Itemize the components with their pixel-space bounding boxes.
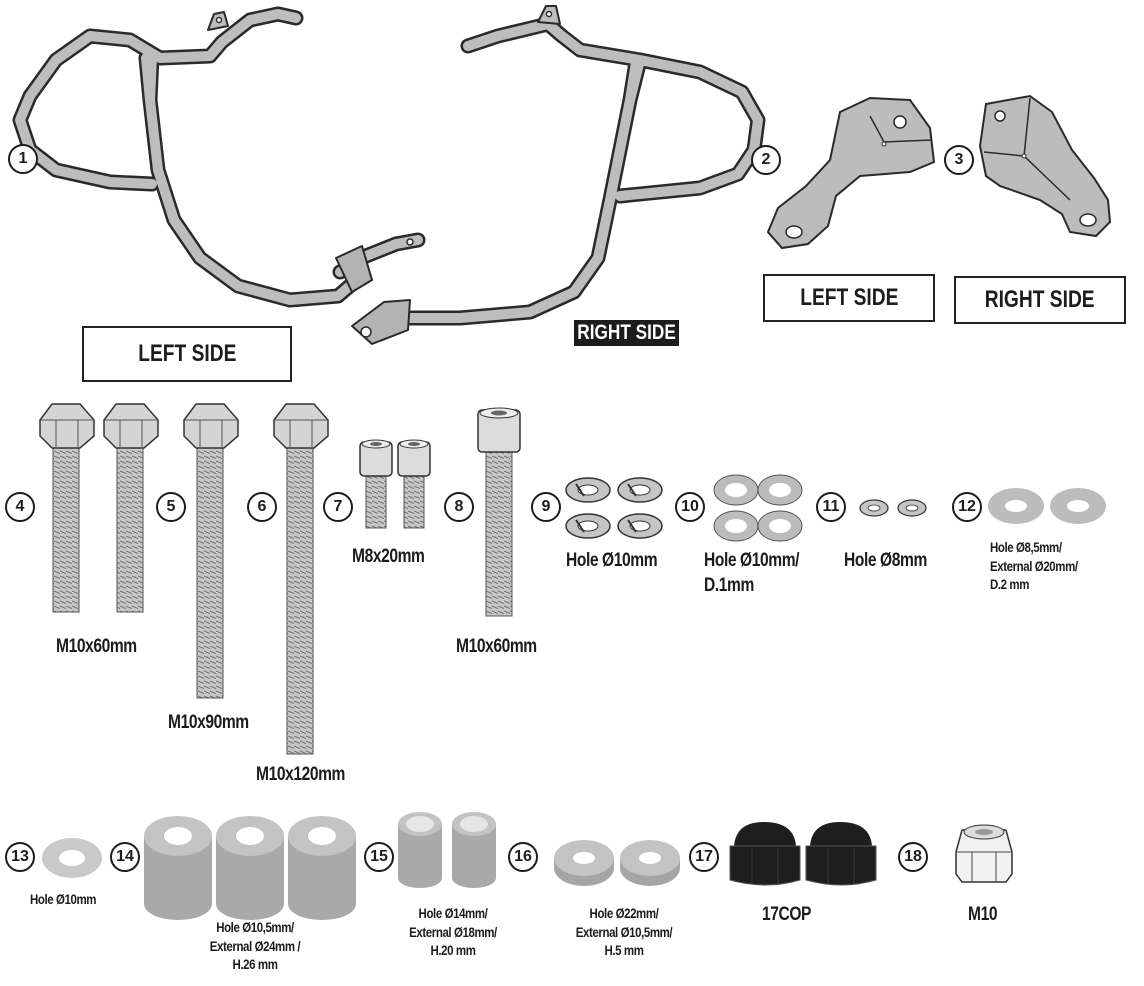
mounting-plate-left-body — [766, 96, 936, 250]
hex-bolt — [273, 403, 329, 755]
label-part-6: M10x120mm — [256, 764, 345, 785]
right-side-plate-label: RIGHT SIDE — [985, 286, 1095, 313]
cap-nuts — [729, 822, 877, 886]
right-side-label-guard: RIGHT SIDE — [574, 320, 680, 346]
socket-bolt — [477, 407, 521, 617]
label-part-16: Hole Ø22mm/ External Ø10,5mm/ H.5 mm — [575, 905, 673, 959]
label-part-10: Hole Ø10mm/ D.1mm — [704, 550, 800, 597]
part-number-6: 6 — [247, 492, 277, 522]
crash-bar-left-end-hole — [406, 238, 414, 246]
label-part-15: Hole Ø14mm/ External Ø18mm/ H.20 mm — [409, 905, 497, 959]
label-part-9: Hole Ø10mm — [566, 550, 658, 571]
right-side-box-plate: RIGHT SIDE — [954, 276, 1126, 324]
thick-washers-16 — [554, 840, 680, 886]
mounting-plate-right-body — [978, 94, 1112, 238]
part-number-2: 2 — [751, 145, 781, 175]
part-number-17: 17 — [689, 842, 719, 872]
left-side-plate-label: LEFT SIDE — [799, 284, 899, 311]
socket-bolt — [359, 439, 393, 529]
part-number-1: 1 — [8, 144, 38, 174]
mounting-plate-right-hole-center — [1021, 153, 1027, 159]
hex-bolt — [183, 403, 239, 699]
left-side-box-guard: LEFT SIDE — [82, 326, 292, 382]
mounting-plate-right-hole-bottom — [1079, 213, 1097, 227]
part-number-11: 11 — [816, 492, 846, 522]
part-number-8: 8 — [444, 492, 474, 522]
crash-bar-right-tab-hole — [545, 10, 553, 18]
label-part-8: M10x60mm — [456, 636, 537, 657]
label-part-7: M8x20mm — [352, 546, 425, 567]
lock-washers — [565, 477, 663, 539]
part-number-12: 12 — [952, 492, 982, 522]
lock-nut — [955, 824, 1013, 883]
mounting-plate-right-hole-top — [994, 110, 1006, 122]
crash-bar-right-bracket — [351, 299, 411, 345]
mounting-plate-right — [978, 94, 1112, 238]
washer-13 — [42, 838, 102, 878]
spacers-15 — [398, 812, 496, 888]
left-side-label: LEFT SIDE — [137, 340, 237, 367]
spacers-14 — [144, 816, 356, 920]
socket-bolt — [397, 439, 431, 529]
part-number-7: 7 — [323, 492, 353, 522]
part-number-10: 10 — [675, 492, 705, 522]
part-number-18: 18 — [898, 842, 928, 872]
label-part-14: Hole Ø10,5mm/ External Ø24mm / H.26 mm — [209, 919, 301, 973]
large-washers — [988, 488, 1106, 524]
crash-bar-left-bracket — [335, 245, 373, 293]
part-number-14: 14 — [110, 842, 140, 872]
mounting-plate-left — [766, 96, 936, 250]
crash-bar-left — [12, 6, 426, 308]
label-part-11: Hole Ø8mm — [844, 550, 927, 571]
small-lock-washers — [859, 499, 927, 517]
left-side-box-plate: LEFT SIDE — [763, 274, 935, 322]
label-part-18: M10 — [968, 904, 998, 925]
part-number-15: 15 — [364, 842, 394, 872]
label-part-17: 17COP — [762, 904, 812, 925]
label-part-12: Hole Ø8,5mm/ External Ø20mm/ D.2 mm — [990, 539, 1078, 593]
label-part-4-5: M10x60mm — [56, 636, 137, 657]
part-number-13: 13 — [5, 842, 35, 872]
crash-bar-left-fill — [15, 9, 423, 305]
crash-bar-right-bracket-hole — [360, 326, 372, 338]
crash-bar-left-tab-hole — [215, 16, 223, 24]
hex-bolt — [103, 403, 159, 613]
label-part-13: Hole Ø10mm — [30, 891, 97, 907]
flat-washers — [713, 474, 803, 542]
crash-bar-right — [351, 5, 766, 345]
part-number-3: 3 — [944, 145, 974, 175]
crash-bar-right-fill — [405, 19, 763, 323]
part-number-9: 9 — [531, 492, 561, 522]
mounting-plate-left-hole-bottom — [785, 225, 803, 239]
part-number-16: 16 — [508, 842, 538, 872]
part-number-4: 4 — [5, 492, 35, 522]
mounting-plate-left-hole-top — [893, 115, 907, 129]
hex-bolt — [39, 403, 95, 613]
part-number-5: 5 — [156, 492, 186, 522]
mounting-plate-left-hole-center — [881, 141, 887, 147]
label-part-5-long: M10x90mm — [168, 712, 249, 733]
